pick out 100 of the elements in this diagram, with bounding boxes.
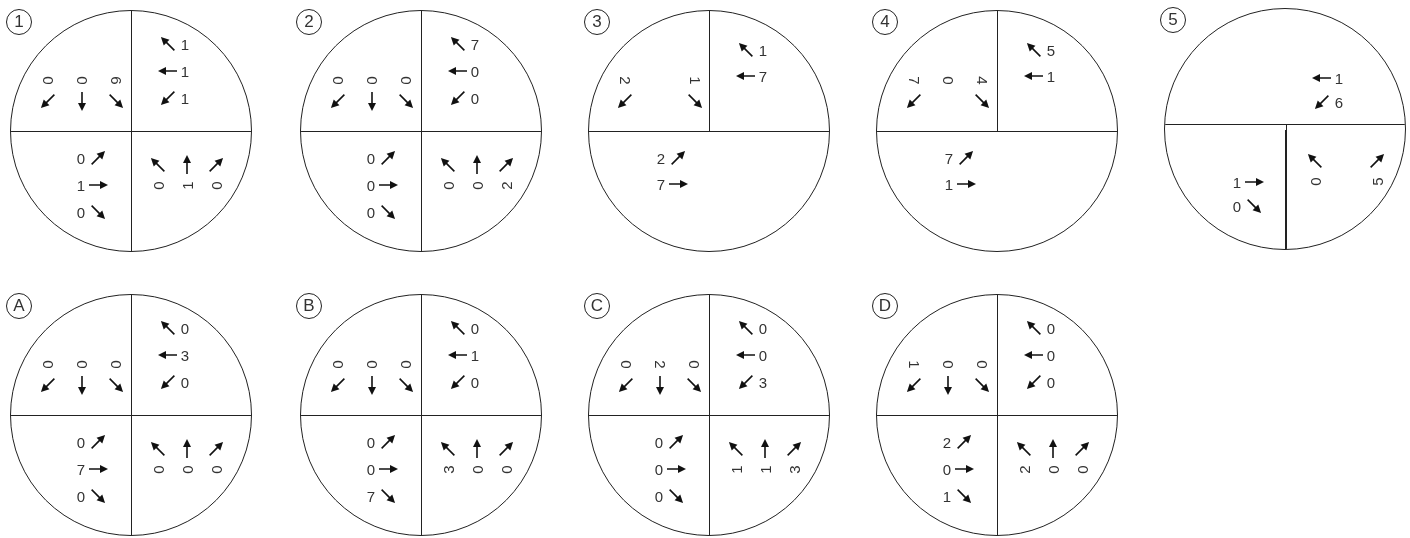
count-label: 0: [208, 464, 224, 474]
count-label: 1: [76, 177, 86, 193]
quadrant-region: [877, 295, 998, 416]
count-label: 0: [654, 434, 664, 450]
count-label: 2: [942, 434, 952, 450]
count-label: 0: [1232, 198, 1242, 214]
figure-label: 1: [6, 9, 32, 35]
count-label: 7: [76, 461, 86, 477]
count-label: 0: [440, 180, 456, 190]
count-label: 4: [974, 75, 990, 85]
count-label: 0: [330, 359, 346, 369]
count-label: 0: [330, 75, 346, 85]
count-label: 0: [758, 320, 768, 336]
count-label: 0: [758, 347, 768, 363]
circle-frame: [10, 294, 252, 536]
figure-label: A: [6, 293, 32, 319]
circle-frame: [300, 10, 542, 252]
count-label: 1: [728, 464, 744, 474]
quadrant-region: [589, 11, 710, 132]
count-label: 0: [618, 359, 634, 369]
count-label: 1: [757, 464, 773, 474]
count-label: 7: [944, 150, 954, 166]
count-label: 0: [74, 359, 90, 369]
figure-label: 5: [1160, 7, 1186, 33]
count-label: 0: [686, 359, 702, 369]
figure-label: D: [872, 293, 898, 319]
count-label: 1: [180, 90, 190, 106]
count-label: 0: [366, 204, 376, 220]
count-label: 0: [180, 374, 190, 390]
count-label: 0: [150, 464, 166, 474]
count-label: 1: [758, 42, 768, 58]
count-label: 0: [470, 63, 480, 79]
count-label: 1: [1046, 68, 1056, 84]
count-label: 3: [758, 374, 768, 390]
count-label: 2: [652, 359, 668, 369]
count-label: 0: [1046, 374, 1056, 390]
count-label: 1: [1334, 70, 1344, 86]
count-label: 0: [74, 75, 90, 85]
circle-frame: [588, 294, 830, 536]
count-label: 0: [398, 75, 414, 85]
count-label: 0: [1045, 464, 1061, 474]
count-label: 0: [150, 180, 166, 190]
count-label: 1: [906, 359, 922, 369]
count-label: 7: [656, 176, 666, 192]
count-label: 0: [108, 359, 124, 369]
figure-label: C: [584, 293, 610, 319]
figure-label: 4: [872, 9, 898, 35]
count-label: 5: [1046, 42, 1056, 58]
circle-frame: [876, 294, 1118, 536]
figure-label: B: [296, 293, 322, 319]
count-label: 0: [76, 150, 86, 166]
count-label: 1: [179, 180, 195, 190]
count-label: 7: [906, 75, 922, 85]
quadrant-region: [301, 295, 422, 416]
count-label: 1: [687, 75, 703, 85]
count-label: 0: [942, 461, 952, 477]
count-label: 0: [498, 464, 514, 474]
count-label: 0: [1307, 176, 1323, 186]
count-label: 0: [398, 359, 414, 369]
count-label: 1: [470, 347, 480, 363]
count-label: 3: [440, 464, 456, 474]
count-label: 0: [470, 90, 480, 106]
count-label: 0: [364, 75, 380, 85]
count-label: 0: [974, 359, 990, 369]
count-label: 0: [1074, 464, 1090, 474]
count-label: 0: [179, 464, 195, 474]
count-label: 3: [786, 464, 802, 474]
figure-label: 2: [296, 9, 322, 35]
count-label: 0: [654, 488, 664, 504]
circle-frame: [300, 294, 542, 536]
count-label: 0: [208, 180, 224, 190]
quadrant-region: [11, 295, 132, 416]
quadrant-region: [589, 295, 710, 416]
count-label: 1: [942, 488, 952, 504]
count-label: 0: [180, 320, 190, 336]
count-label: 1: [944, 176, 954, 192]
circle-frame: [10, 10, 252, 252]
quadrant-region: [877, 11, 998, 132]
count-label: 0: [470, 374, 480, 390]
count-label: 0: [76, 434, 86, 450]
count-label: 0: [364, 359, 380, 369]
count-label: 0: [1046, 320, 1056, 336]
count-label: 2: [617, 75, 633, 85]
count-label: 1: [1232, 174, 1242, 190]
count-label: 0: [40, 75, 56, 85]
count-label: 0: [654, 461, 664, 477]
count-label: 7: [758, 68, 768, 84]
count-label: 0: [366, 177, 376, 193]
count-label: 6: [108, 75, 124, 85]
count-label: 6: [1334, 94, 1344, 110]
count-label: 0: [366, 461, 376, 477]
count-label: 1: [180, 63, 190, 79]
count-label: 0: [366, 150, 376, 166]
count-label: 0: [366, 434, 376, 450]
quadrant-region: [11, 11, 132, 132]
count-label: 0: [76, 204, 86, 220]
count-label: 7: [366, 488, 376, 504]
count-label: 2: [656, 150, 666, 166]
count-label: 0: [76, 488, 86, 504]
count-label: 0: [40, 359, 56, 369]
